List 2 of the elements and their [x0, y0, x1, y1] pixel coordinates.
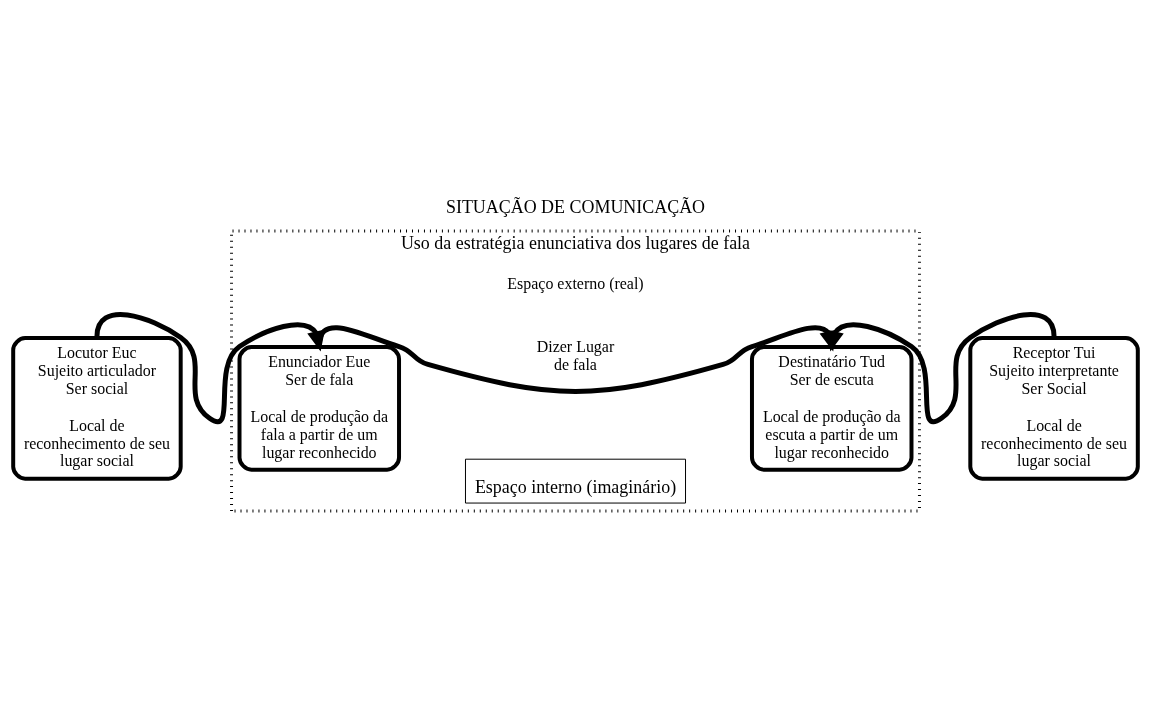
- edge-label: Dizer Lugar de fala: [536, 337, 615, 373]
- diagram-title: SITUAÇÃO DE COMUNICAÇÃO: [445, 196, 706, 217]
